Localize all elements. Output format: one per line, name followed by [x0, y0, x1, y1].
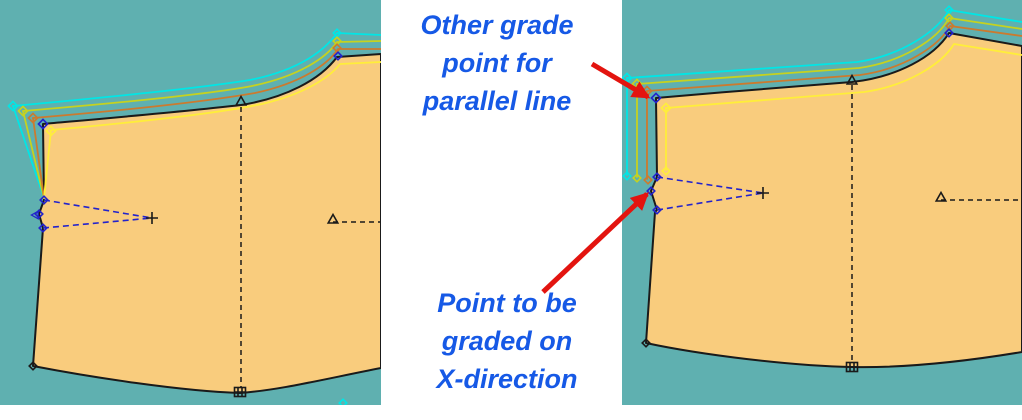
internal-lines [656, 85, 1022, 363]
pattern-piece-outline[interactable] [645, 32, 1022, 369]
annotation-point-to-grade: Point to be graded on X-direction [394, 284, 620, 398]
annotation-line: graded on [441, 326, 573, 356]
cad-viewport-left[interactable] [0, 0, 381, 405]
annotation-line: Point to be [437, 288, 577, 318]
annotation-line: Other grade [420, 10, 574, 40]
annotation-other-grade-point: Other grade point for parallel line [381, 6, 613, 120]
pattern-piece-outline[interactable] [32, 53, 381, 394]
annotation-line: X-direction [436, 364, 578, 394]
grade-contours [12, 32, 381, 199]
annotation-line: point for [442, 48, 552, 78]
annotation-line: parallel line [422, 86, 572, 116]
internal-lines [42, 107, 381, 388]
cad-viewport-right[interactable] [622, 0, 1022, 405]
